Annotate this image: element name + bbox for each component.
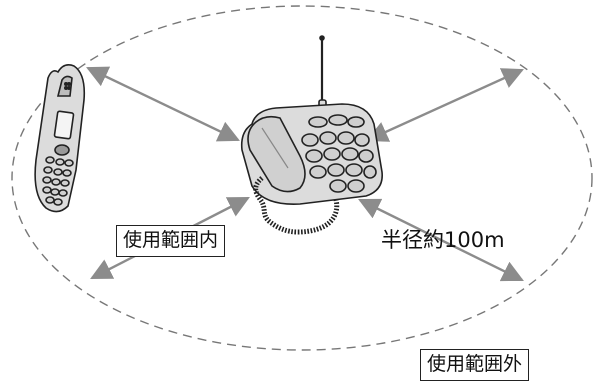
inside-range-label: 使用範囲内 [116,225,226,257]
coiled-cord-icon [253,176,340,235]
telephone-base-unit-icon [240,35,383,205]
range-boundary [11,5,593,351]
radius-label: 半径約100m [381,228,505,252]
arrow-to-handset [86,66,240,142]
arrow-upper-right [366,68,524,142]
arrow-lower-right [358,198,524,282]
outside-range-label: 使用範囲外 [420,349,530,381]
cordless-handset-icon [34,64,86,213]
